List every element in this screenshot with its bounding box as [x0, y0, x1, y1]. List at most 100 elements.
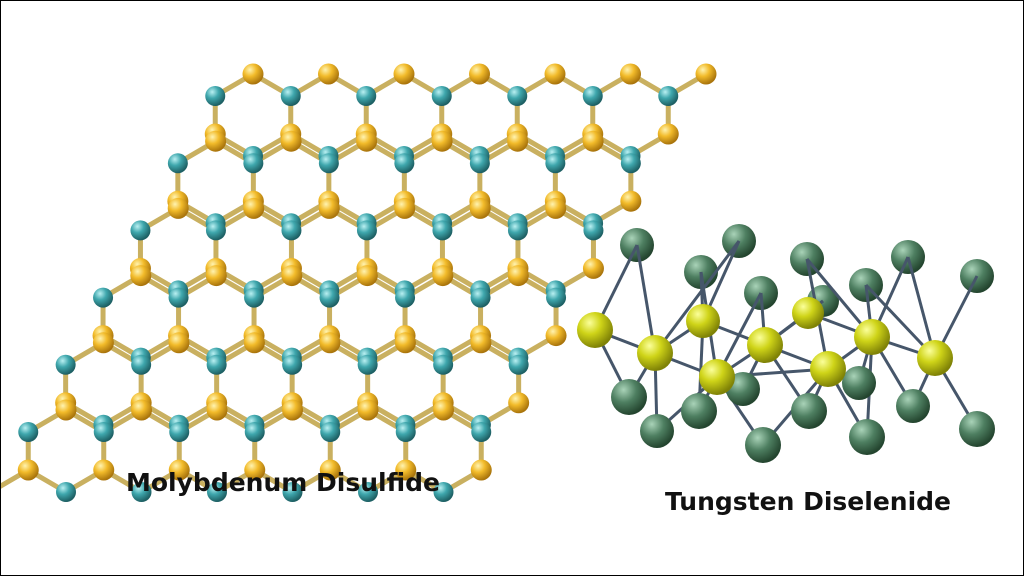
sulfur-atom	[582, 257, 604, 279]
sulfur-atom	[243, 332, 265, 354]
molybdenum-atom	[207, 482, 227, 502]
molybdenum-atom	[282, 354, 303, 375]
molybdenum-atom	[243, 153, 264, 174]
molybdenum-atom	[620, 153, 641, 174]
molybdenum-atom	[18, 422, 39, 442]
molybdenum-atom	[131, 482, 152, 502]
sulfur-atom	[544, 63, 566, 85]
molybdenum-atom	[93, 287, 114, 308]
sulfur-atom	[470, 332, 492, 354]
molybdenum-atom	[356, 220, 377, 241]
sulfur-atom	[545, 325, 567, 347]
sulfur-atom	[242, 63, 264, 85]
molybdenum-atom	[394, 153, 415, 174]
sulfur-atom	[167, 197, 189, 219]
sulfur-atom	[318, 63, 339, 85]
sulfur-atom	[507, 130, 529, 152]
molybdenum-atom	[205, 86, 226, 106]
sulfur-atom	[168, 332, 190, 354]
sulfur-atom	[92, 332, 114, 354]
molybdenum-atom	[508, 354, 529, 375]
molybdenum-atom	[431, 86, 452, 106]
sulfur-atom	[130, 265, 152, 287]
sulfur-atom	[356, 130, 378, 152]
sulfur-atom	[17, 459, 39, 481]
sulfur-atom	[620, 190, 642, 212]
molybdenum-atom	[546, 287, 567, 308]
molybdenum-atom	[131, 354, 152, 375]
tungsten-atom	[959, 411, 995, 447]
molybdenum-atom	[358, 482, 378, 502]
sulfur-atom	[319, 459, 341, 481]
molybdenum-atom	[205, 220, 226, 241]
sulfur-atom	[470, 459, 492, 481]
molybdenum-disulfide-caption: Molybdenum Disulfide	[126, 468, 440, 497]
molybdenum-atom	[433, 482, 454, 502]
sulfur-atom	[131, 399, 152, 421]
selenium-atom	[699, 359, 735, 395]
selenium-atom	[747, 327, 783, 363]
molybdenum-atom	[507, 220, 528, 241]
molybdenum-atom	[169, 422, 190, 442]
selenium-atom	[686, 304, 720, 338]
molybdenum-atom	[658, 86, 679, 106]
sulfur-atom	[393, 63, 415, 85]
sulfur-atom	[432, 265, 454, 287]
sulfur-atom	[507, 265, 529, 287]
sulfur-atom	[433, 399, 454, 421]
molybdenum-atom	[167, 153, 188, 174]
sulfur-atom	[205, 130, 227, 152]
tungsten-atom	[842, 366, 876, 400]
molybdenum-atom	[357, 354, 378, 375]
sulfur-atom	[508, 392, 530, 414]
wse2-bond	[635, 244, 657, 354]
molybdenum-atom	[545, 153, 566, 174]
sulfur-atom	[545, 197, 567, 219]
molybdenum-atom	[56, 482, 76, 502]
molybdenum-atom	[319, 287, 340, 308]
molybdenum-atom	[318, 153, 339, 174]
sulfur-atom	[318, 197, 340, 219]
selenium-atom	[854, 319, 890, 355]
selenium-atom	[577, 312, 613, 348]
molybdenum-atom	[470, 287, 491, 308]
tungsten-atom	[896, 389, 930, 423]
sulfur-atom	[356, 265, 378, 287]
molybdenum-atom	[395, 287, 416, 308]
molybdenum-atom	[582, 86, 603, 106]
selenium-atom	[917, 340, 953, 376]
sulfur-atom	[244, 459, 266, 481]
sulfur-atom	[55, 399, 77, 421]
sulfur-atom	[395, 459, 417, 481]
sulfur-atom	[657, 123, 679, 145]
molybdenum-atom	[244, 287, 265, 308]
sulfur-atom	[357, 399, 379, 421]
sulfur-atom	[206, 399, 228, 421]
tungsten-atom	[640, 414, 674, 448]
sulfur-atom	[469, 63, 490, 85]
molybdenum-atom	[471, 422, 492, 442]
selenium-atom	[810, 351, 846, 387]
molybdenum-atom	[469, 153, 490, 174]
molybdenum-atom	[282, 482, 303, 502]
sulfur-atom	[319, 332, 341, 354]
selenium-atom	[792, 297, 824, 329]
molybdenum-atom	[130, 220, 151, 241]
tungsten-atom	[849, 419, 885, 455]
sulfur-atom	[582, 130, 604, 152]
sulfur-atom	[469, 197, 491, 219]
sulfur-atom	[695, 63, 717, 85]
sulfur-atom	[620, 63, 641, 85]
sulfur-atom	[280, 130, 302, 152]
sulfur-atom	[431, 130, 453, 152]
molybdenum-atom	[395, 422, 416, 442]
molybdenum-atom	[433, 354, 454, 375]
sulfur-atom	[205, 265, 227, 287]
molybdenum-atom	[55, 354, 76, 375]
tungsten-atom	[745, 427, 781, 463]
molybdenum-atom	[93, 422, 114, 442]
molybdenum-atom	[432, 220, 453, 241]
sulfur-atom	[281, 265, 303, 287]
